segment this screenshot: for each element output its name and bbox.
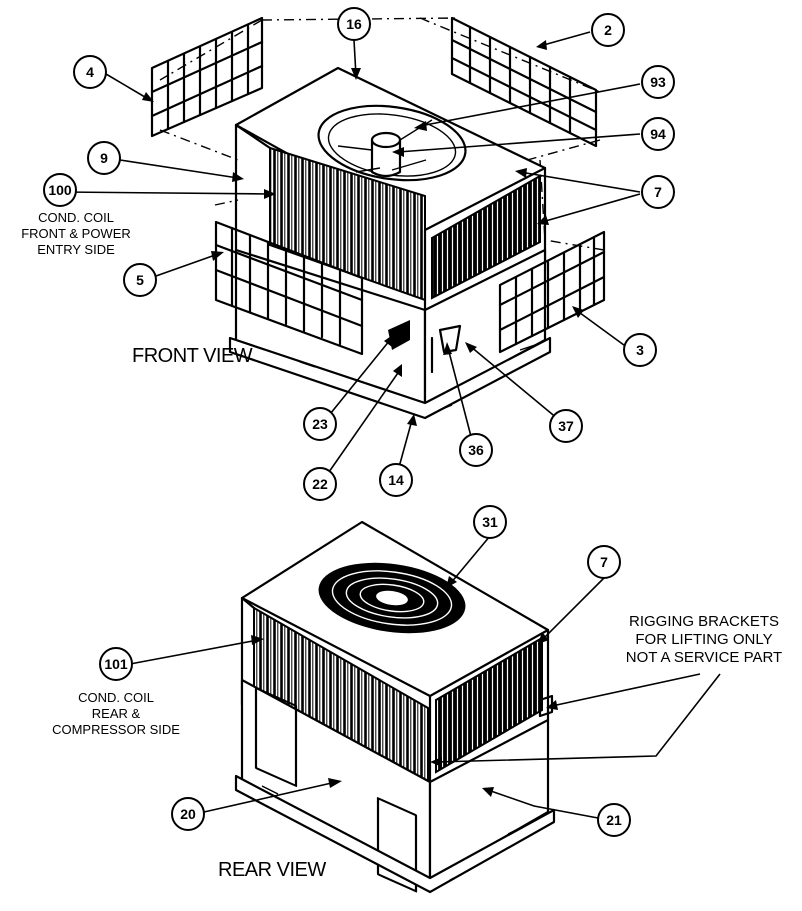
- front-coil-note: COND. COIL FRONT & POWER ENTRY SIDE: [21, 210, 131, 257]
- grille-front-left: [214, 220, 364, 356]
- svg-text:93: 93: [650, 74, 666, 90]
- svg-text:36: 36: [468, 442, 484, 458]
- compressor-side-coil: [435, 636, 543, 774]
- svg-text:20: 20: [180, 806, 196, 822]
- access-opening-left: [254, 686, 298, 787]
- callout-94: 94: [641, 117, 675, 151]
- rigging-note: RIGGING BRACKETS FOR LIFTING ONLY NOT A …: [626, 613, 782, 666]
- base-rail: [228, 336, 552, 420]
- grille-right: [498, 230, 606, 354]
- svg-text:NOT A SERVICE PART: NOT A SERVICE PART: [626, 649, 782, 666]
- svg-text:FOR LIFTING ONLY: FOR LIFTING ONLY: [635, 631, 772, 648]
- svg-text:4: 4: [86, 64, 94, 80]
- svg-text:2: 2: [604, 22, 612, 38]
- rear-coil-note: COND. COIL REAR & COMPRESSOR SIDE: [52, 690, 180, 737]
- svg-text:ENTRY SIDE: ENTRY SIDE: [37, 242, 115, 257]
- svg-text:14: 14: [388, 472, 404, 488]
- disconnect: [430, 324, 462, 374]
- callout-22: 22: [303, 467, 337, 501]
- leader-arrowheads: [142, 40, 584, 797]
- svg-text:RIGGING BRACKETS: RIGGING BRACKETS: [629, 613, 779, 630]
- callout-36: 36: [459, 433, 493, 467]
- callout-20: 20: [171, 797, 205, 831]
- callout-37: 37: [549, 409, 583, 443]
- callout-16: 16: [337, 7, 371, 41]
- svg-text:5: 5: [136, 272, 144, 288]
- control-box: [388, 320, 410, 350]
- leader-lines: [61, 31, 721, 819]
- svg-text:9: 9: [100, 150, 108, 166]
- callout-14: 14: [379, 463, 413, 497]
- svg-text:37: 37: [558, 418, 574, 434]
- svg-text:COND. COIL: COND. COIL: [38, 210, 114, 225]
- callout-101: 101: [99, 647, 133, 681]
- rear-view-title: REAR VIEW: [218, 859, 326, 881]
- svg-text:16: 16: [346, 16, 362, 32]
- grille-top-left: [150, 16, 264, 138]
- callout-31: 31: [473, 505, 507, 539]
- fan-opening: [317, 104, 467, 182]
- front-view-unit: [150, 16, 606, 420]
- svg-text:COND. COIL: COND. COIL: [78, 690, 154, 705]
- fan-guard: [318, 562, 466, 634]
- svg-text:21: 21: [606, 812, 622, 828]
- svg-text:FRONT & POWER: FRONT & POWER: [21, 226, 131, 241]
- callout-7-front: 7: [641, 175, 675, 209]
- rear-base-rail: [234, 774, 556, 894]
- callout-9: 9: [87, 141, 121, 175]
- svg-text:94: 94: [650, 126, 666, 142]
- grille-top-right: [450, 16, 598, 148]
- callout-21: 21: [597, 803, 631, 837]
- svg-text:22: 22: [312, 476, 328, 492]
- svg-text:101: 101: [104, 656, 128, 672]
- svg-text:COMPRESSOR SIDE: COMPRESSOR SIDE: [52, 722, 180, 737]
- callout-5: 5: [123, 263, 157, 297]
- fan-motor: [337, 119, 433, 178]
- svg-text:23: 23: [312, 416, 328, 432]
- svg-text:REAR &: REAR &: [92, 706, 141, 721]
- rigging-bracket: [538, 694, 554, 718]
- callout-7-rear: 7: [587, 545, 621, 579]
- callout-2: 2: [591, 13, 625, 47]
- callout-100: 100: [43, 173, 77, 207]
- svg-text:100: 100: [48, 182, 72, 198]
- svg-text:7: 7: [600, 554, 608, 570]
- access-opening-right: [376, 797, 418, 893]
- front-view-title: FRONT VIEW: [132, 345, 253, 367]
- svg-text:7: 7: [654, 184, 662, 200]
- callout-93: 93: [641, 65, 675, 99]
- callout-4: 4: [73, 55, 107, 89]
- power-entry-coil: [431, 174, 541, 300]
- svg-text:3: 3: [636, 342, 644, 358]
- callout-23: 23: [303, 407, 337, 441]
- callout-3: 3: [623, 333, 657, 367]
- svg-text:31: 31: [482, 514, 498, 530]
- rear-view-unit: [234, 520, 556, 894]
